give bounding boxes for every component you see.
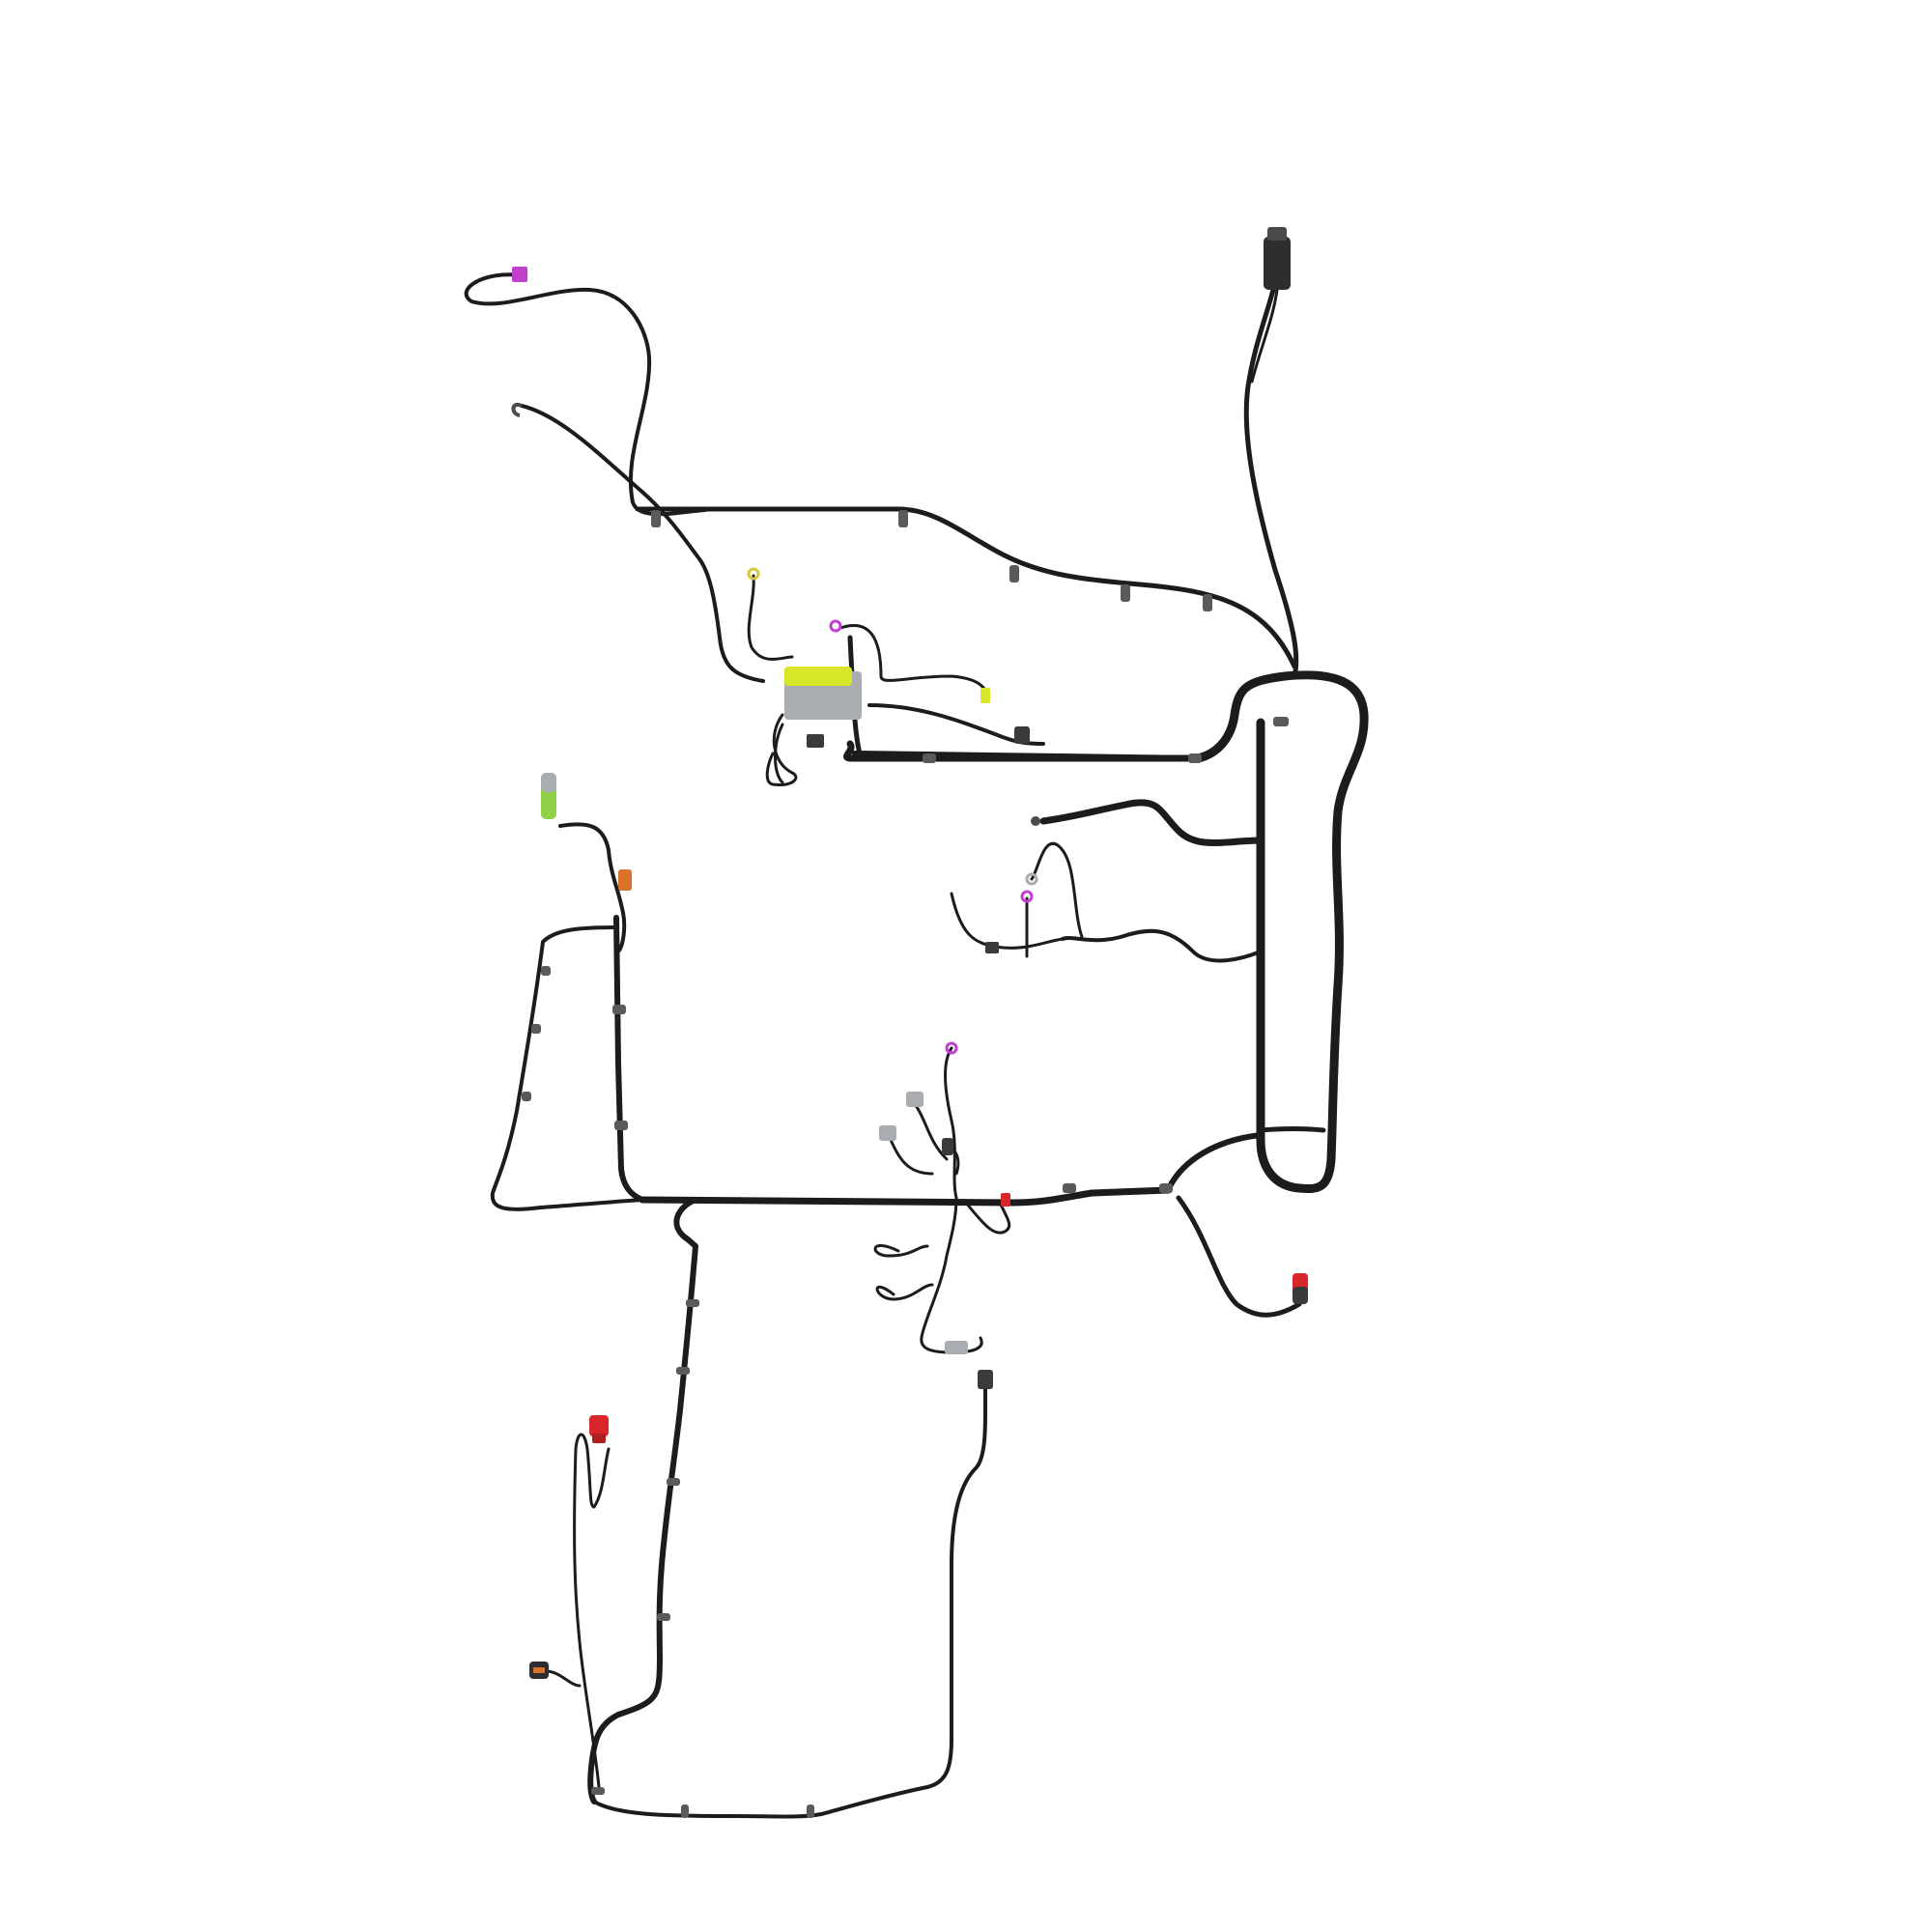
terminal-violet-mid — [1020, 890, 1034, 903]
clip-4 — [1121, 584, 1130, 602]
wire-cluster-loops — [873, 1244, 934, 1301]
connector-red-small — [1001, 1193, 1010, 1207]
wire-loop-inner — [1258, 1126, 1326, 1133]
clip-17 — [591, 1787, 605, 1795]
lower-left-branch — [544, 1236, 987, 1819]
clip-10 — [614, 1121, 628, 1130]
connectors — [511, 227, 1308, 1679]
wire-ecu-upper — [838, 624, 989, 697]
wire-ecu-main — [842, 740, 1202, 762]
clip-14 — [676, 1367, 690, 1375]
wire-right-loop — [1193, 670, 1369, 1194]
wire-ecu-to-loop — [852, 751, 1201, 761]
wire-loop-to-bottom — [1166, 1132, 1264, 1191]
connector-lime-small — [980, 688, 990, 703]
wire-left-gray-connector — [544, 1669, 582, 1688]
wire-mid-lower — [1061, 928, 1263, 963]
wire-left-inner-vertical — [613, 915, 645, 1203]
clip-18 — [681, 1804, 689, 1818]
wire-cluster-drop — [920, 1196, 983, 1354]
top-left-branch — [464, 272, 1297, 683]
wire-mid-loop — [1030, 841, 1084, 939]
wire-cluster-violet — [944, 1046, 958, 1200]
wire-top-hook-lead — [520, 404, 765, 683]
connector-dark-top-right — [1264, 237, 1291, 290]
terminal-gray-mid — [1025, 872, 1038, 886]
wire-top-violet-lead — [464, 272, 707, 517]
clip-16 — [657, 1613, 670, 1621]
left-vertical-branch — [490, 822, 645, 1211]
wire-red-loop — [573, 1433, 611, 1789]
clip-8 — [1188, 753, 1202, 763]
wire-ecu-low — [765, 713, 798, 787]
clip-2 — [898, 510, 908, 527]
clip-5 — [1203, 594, 1212, 611]
wire-ecu-yellow — [747, 574, 794, 661]
clips — [522, 510, 1289, 1818]
right-top-branch — [1243, 287, 1299, 679]
wire-lower-bottom — [592, 1375, 987, 1819]
clip-13 — [686, 1299, 699, 1307]
clip-12 — [1159, 1183, 1173, 1193]
wire-ecu-low-b — [774, 723, 784, 784]
wire-top-trunk — [635, 506, 1297, 669]
clip-15 — [667, 1478, 680, 1486]
clip-22 — [522, 1092, 531, 1101]
terminal-yellow — [747, 567, 760, 581]
hook-terminal — [511, 402, 523, 417]
connector-red-right-body — [1293, 1287, 1308, 1304]
clip-11 — [1063, 1183, 1076, 1193]
wire-left-sensor-lead — [558, 822, 627, 953]
wire-cluster-right — [964, 1201, 1011, 1235]
wire-mid-upper — [1039, 799, 1264, 846]
clip-9 — [612, 1005, 626, 1014]
connector-gray-left-cap — [541, 773, 556, 792]
clip-19 — [807, 1804, 814, 1818]
connector-red-lower-left — [589, 1415, 609, 1436]
connector-dark-top-right-cap — [1267, 227, 1287, 241]
main-horizontal-trunk — [639, 1186, 1302, 1318]
connector-dark-low — [978, 1370, 993, 1389]
connector-dark-ecu — [807, 734, 824, 748]
connector-gray-low — [945, 1341, 968, 1354]
terminal-violet-cluster — [945, 1041, 958, 1055]
clip-7 — [923, 753, 936, 763]
wire-right-drop — [1176, 1195, 1302, 1318]
clip-3 — [1009, 565, 1019, 582]
clip-21 — [531, 1024, 541, 1034]
ecu-module-top — [784, 667, 852, 686]
connector-dark-mid — [985, 942, 999, 953]
connector-violet-top — [512, 267, 527, 282]
connector-orange-lower-left — [533, 1667, 545, 1673]
connector-dark-ecu-b — [1014, 726, 1030, 744]
wire-lower-left-vertical — [587, 1236, 698, 1804]
wire-trunk-down-left — [673, 1197, 698, 1242]
right-main-loop — [1166, 670, 1369, 1194]
terminal-violet-ecu — [829, 619, 842, 633]
terminal-mid-upper — [1031, 816, 1040, 826]
wire-mid-lower-b — [950, 892, 1065, 950]
connector-orange-left — [618, 869, 632, 891]
clip-6 — [1273, 717, 1289, 726]
wire-main-trunk — [639, 1186, 1173, 1207]
wire-cluster-connectors — [887, 1099, 960, 1176]
clip-1 — [651, 510, 661, 527]
connector-gray-cluster-2 — [879, 1125, 896, 1141]
wire-right-top-lead — [1243, 287, 1299, 679]
clip-20 — [541, 966, 551, 976]
connector-red-lower-left-body — [592, 1434, 606, 1443]
wire-right-top-lead-b — [1250, 288, 1279, 384]
connector-gray-cluster-1 — [906, 1092, 923, 1107]
middle-right-branches — [950, 799, 1264, 963]
wire-left-outer — [490, 925, 644, 1211]
connector-dark-cluster — [942, 1138, 953, 1155]
